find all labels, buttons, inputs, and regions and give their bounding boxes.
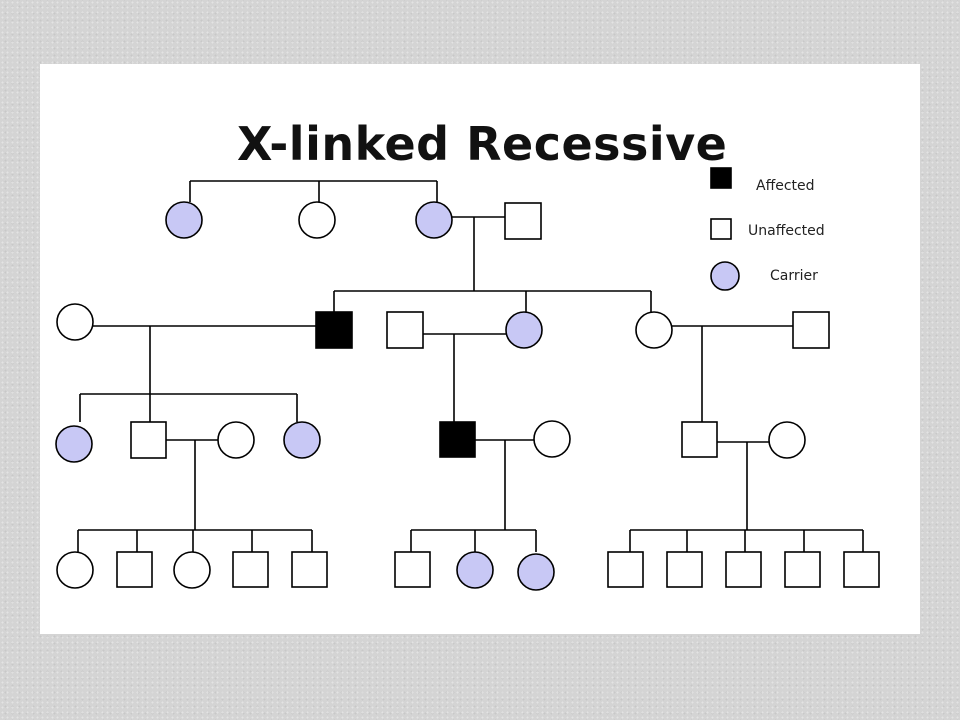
gen4-male-unaffected [725, 551, 762, 588]
gen2-female-unaffected [635, 311, 673, 349]
pedigree-chart: X-linked Recessive Affected Unaffected C… [55, 117, 880, 591]
gen2-female-unaffected [56, 303, 94, 341]
gen3-female-unaffected [768, 421, 806, 459]
gen4-male-unaffected [843, 551, 880, 588]
pedigree-lines [77, 180, 864, 552]
legend-unaffected-label: Unaffected [748, 223, 825, 239]
gen4-male-unaffected [291, 551, 328, 588]
gen1-sibship-line [189, 180, 438, 203]
gen2-sibship-line [333, 290, 652, 314]
gen1-female-carrier [415, 201, 453, 239]
gen2-female-carrier [505, 311, 543, 349]
gen1-male-unaffected [504, 202, 542, 240]
legend-affected-symbol [710, 167, 732, 189]
gen1-female-carrier [165, 201, 203, 239]
gen2-male-unaffected [386, 311, 424, 349]
gen4-male-unaffected [232, 551, 269, 588]
pedigree-individuals [55, 201, 880, 591]
legend: Affected Unaffected Carrier [710, 167, 825, 291]
gen4-left-sibship-line [77, 440, 313, 552]
gen3-female-unaffected [533, 420, 571, 458]
gen4-female-carrier [517, 553, 555, 591]
gen4-right-sibship-line [629, 442, 864, 552]
legend-unaffected-symbol [710, 218, 732, 240]
gen3-male-affected [439, 421, 476, 458]
gen2-male-unaffected [792, 311, 830, 349]
gen4-male-unaffected [394, 551, 431, 588]
gen3-left-sibship-line [79, 326, 298, 422]
gen4-middle-sibship-line [410, 440, 537, 552]
gen1-female-unaffected [298, 201, 336, 239]
gen3-male-unaffected [130, 421, 167, 459]
legend-carrier-symbol [710, 261, 740, 291]
gen3-female-unaffected [217, 421, 255, 459]
gen4-male-unaffected [784, 551, 821, 588]
legend-affected-label: Affected [756, 178, 815, 194]
gen4-male-unaffected [607, 551, 644, 588]
gen2-male-affected [315, 311, 353, 349]
gen4-male-unaffected [666, 551, 703, 588]
gen4-female-unaffected [56, 551, 94, 589]
gen4-female-carrier [456, 551, 494, 589]
pedigree-slide: X-linked Recessive Affected Unaffected C… [40, 64, 920, 634]
gen4-male-unaffected [116, 551, 153, 588]
gen3-female-carrier [283, 421, 321, 459]
chart-title: X-linked Recessive [237, 117, 727, 171]
gen4-female-unaffected [173, 551, 211, 589]
gen3-male-unaffected [681, 421, 718, 458]
gen3-female-carrier [55, 425, 93, 463]
legend-carrier-label: Carrier [770, 268, 818, 284]
